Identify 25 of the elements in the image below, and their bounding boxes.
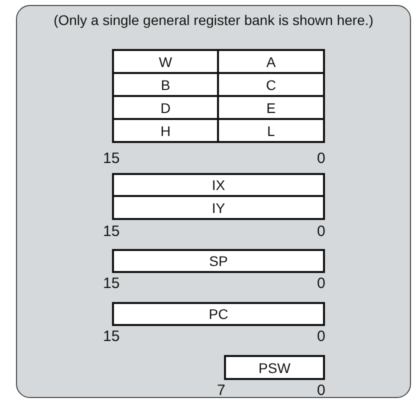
register-field: E xyxy=(217,95,325,120)
bit-number: 0 xyxy=(317,224,326,240)
bit-number: 0 xyxy=(317,276,326,292)
bit-number: 0 xyxy=(317,329,326,345)
register-panel xyxy=(16,5,411,398)
bit-number: 15 xyxy=(103,276,120,292)
register-field: W xyxy=(112,49,219,74)
bit-number: 15 xyxy=(103,329,120,345)
register-field: IY xyxy=(112,195,325,220)
note-text: (Only a single general register bank is shown here.) xyxy=(52,12,374,28)
register-field: PC xyxy=(112,302,325,326)
register-field: B xyxy=(112,72,219,97)
register-field: H xyxy=(112,118,219,143)
register-field: D xyxy=(112,95,219,120)
register-field: IX xyxy=(112,173,325,197)
register-field: C xyxy=(217,72,325,97)
bit-number: 15 xyxy=(103,151,120,167)
register-field: A xyxy=(217,49,325,74)
register-field: SP xyxy=(112,249,325,273)
register-field: L xyxy=(217,118,325,143)
bit-number: 0 xyxy=(317,383,326,399)
bit-number: 0 xyxy=(317,151,326,167)
bit-number: 7 xyxy=(217,383,226,399)
bit-number: 15 xyxy=(103,224,120,240)
register-field: PSW xyxy=(224,355,325,380)
